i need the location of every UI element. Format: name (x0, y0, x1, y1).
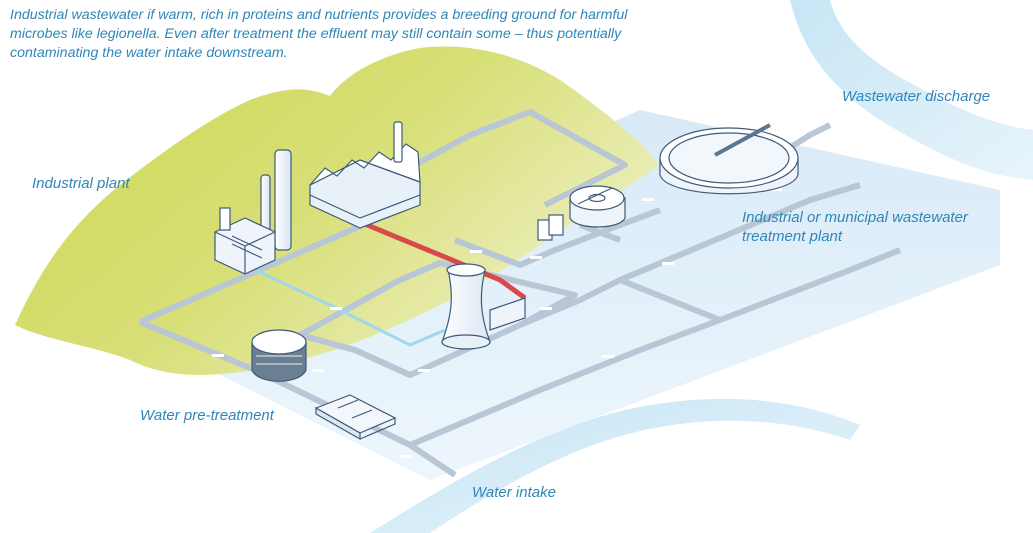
flow-markers (212, 188, 782, 458)
small-clarifier (537, 185, 626, 241)
factory (214, 121, 421, 275)
label-treatment-plant-line-2: treatment plant (742, 228, 843, 245)
label-wastewater-discharge: Wastewater discharge (842, 88, 991, 105)
intro-text: Industrial wastewater if warm, rich in p… (10, 6, 790, 63)
label-treatment-plant-line-1: Industrial or municipal wastewater (742, 209, 968, 226)
river-discharge (790, 0, 1033, 180)
label-water-pretreatment: Water pre-treatment (140, 407, 274, 424)
river-intake (370, 398, 860, 533)
pretreatment-basin (314, 394, 397, 441)
cooling-water-pipe (254, 268, 446, 347)
pretreatment-tank (251, 329, 307, 382)
label-industrial-plant: Industrial plant (32, 175, 130, 192)
label-water-intake: Water intake (472, 484, 556, 501)
cooling-tower (441, 263, 526, 350)
intro-line-2: microbes like legionella. Even after tre… (10, 26, 622, 42)
label-treatment-plant: Industrial or municipal wastewater treat… (742, 208, 968, 246)
intro-line-3: contaminating the water intake downstrea… (10, 45, 288, 61)
intro-line-1: Industrial wastewater if warm, rich in p… (10, 7, 628, 23)
large-clarifier (659, 123, 799, 195)
